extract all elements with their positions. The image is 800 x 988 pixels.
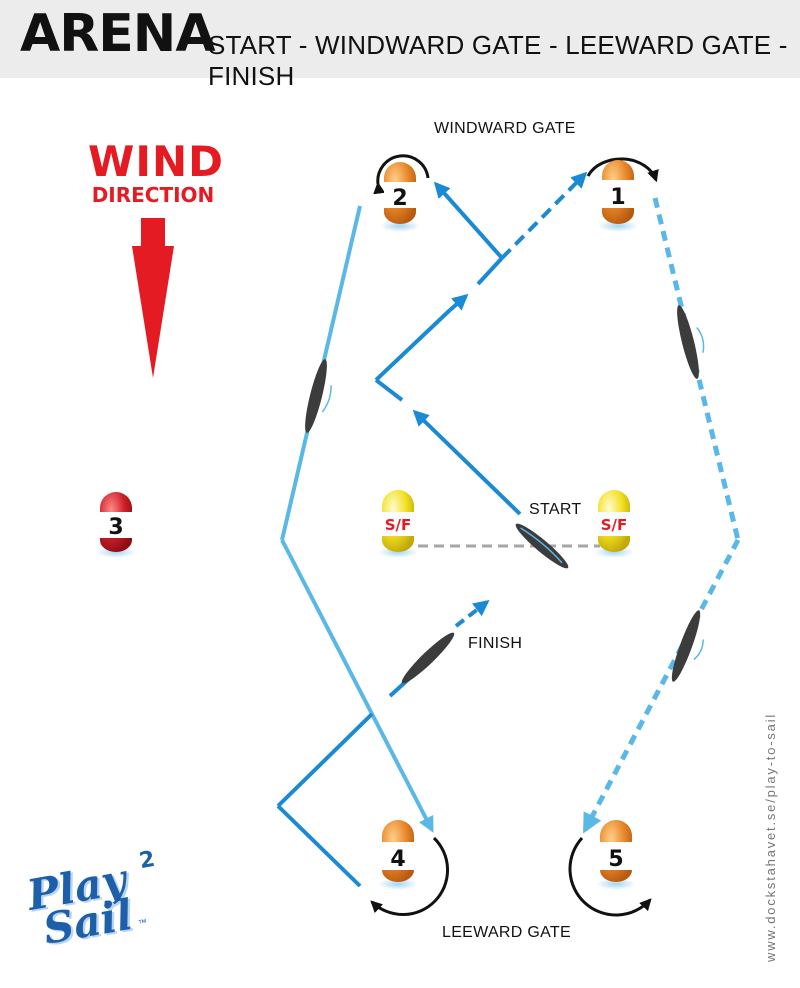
boat-finish <box>401 632 455 684</box>
page-title: ARENA <box>20 4 216 64</box>
buoy-2 <box>380 162 420 232</box>
boat-start <box>515 523 569 569</box>
buoy-4 <box>378 820 418 890</box>
wind-direction-label: WIND DIRECTION <box>88 137 224 207</box>
buoy-5-label: 5 <box>608 847 623 872</box>
buoy-start-right-label: S/F <box>601 516 628 534</box>
rounding-arrow-5 <box>568 836 652 917</box>
buoy-start-left-label: S/F <box>385 516 412 534</box>
buoy-2-label: 2 <box>392 186 407 211</box>
buoy-start-left <box>378 490 418 558</box>
buoy-1-label: 1 <box>610 185 625 210</box>
buoy-4-label: 4 <box>390 847 405 872</box>
direction-label: DIRECTION <box>91 183 215 207</box>
boat-right-lower <box>671 610 705 682</box>
wind-arrow <box>132 218 174 378</box>
rounding-arrow-2 <box>373 154 430 195</box>
finish-label: FINISH <box>468 635 523 652</box>
buoy-3-label: 3 <box>108 515 123 540</box>
buoy-5 <box>596 820 636 890</box>
windward-gate-label: WINDWARD GATE <box>434 120 576 137</box>
buoy-1 <box>598 160 638 232</box>
leeward-gate-label: LEEWARD GATE <box>442 924 571 941</box>
boat-left-upwind <box>305 359 332 433</box>
wind-label: WIND <box>88 137 224 186</box>
buoy-3 <box>96 492 136 558</box>
header-bar: ARENA START - WINDWARD GATE - LEEWARD GA… <box>0 0 800 91</box>
page-subtitle: START - WINDWARD GATE - LEEWARD GATE - F… <box>208 30 788 91</box>
rounding-arrow-4 <box>370 836 450 917</box>
logo-trademark: ™ <box>137 917 148 929</box>
website-url: www.dockstahavet.se/play-to-sail <box>763 712 778 962</box>
rounding-arrow-1 <box>586 157 659 183</box>
boat-right-upper <box>677 305 705 379</box>
buoy-start-right <box>594 490 634 558</box>
start-label: START <box>529 501 582 518</box>
course-leg-start-to-windward <box>374 171 588 516</box>
